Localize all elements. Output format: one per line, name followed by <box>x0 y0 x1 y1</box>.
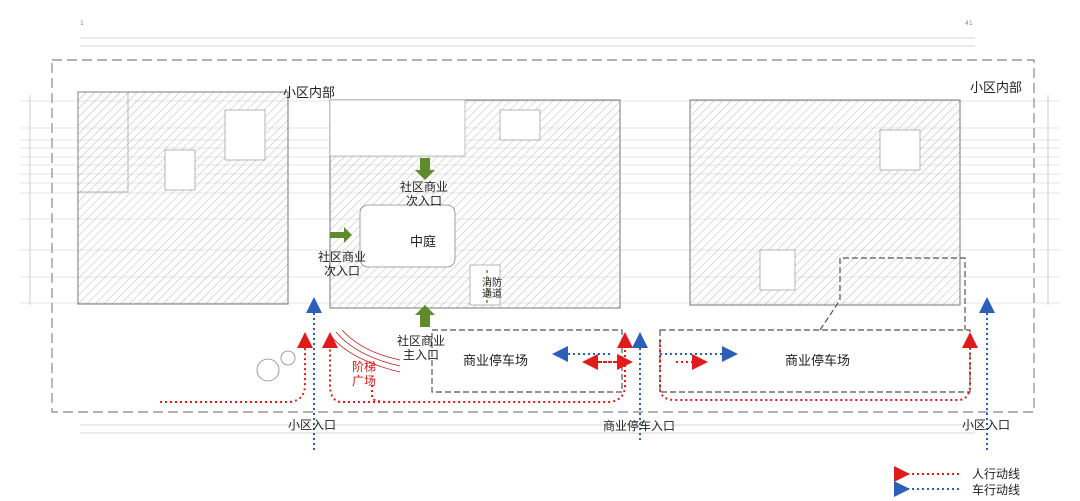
building-left <box>77 91 289 305</box>
label-parking-right: 商业停车场 <box>785 354 851 369</box>
label-stair-plaza: 阶梯 广场 <box>352 360 377 388</box>
building-right <box>689 99 961 306</box>
vehicle-routes <box>306 297 995 450</box>
label-courtyard: 中庭 <box>410 235 437 250</box>
pedestrian-routes <box>160 332 978 403</box>
label-community-entrance-right: 小区入口 <box>962 418 1011 432</box>
label-community-interior-left: 小区内部 <box>283 86 336 101</box>
grid-axis-top: 1 41 <box>80 20 980 32</box>
legend: 人行动线 车行动线 <box>900 463 1070 499</box>
label-community-entrance-left: 小区入口 <box>288 418 337 432</box>
parking-right-area <box>659 329 971 393</box>
parking-right-extension <box>819 257 966 331</box>
label-commercial-secondary-entrance-left: 社区商业 次入口 <box>318 250 367 278</box>
label-commercial-parking-entrance: 商业停车入口 <box>603 419 676 433</box>
grid-number: 1 <box>80 20 84 27</box>
label-parking-left: 商业停车场 <box>463 354 529 369</box>
label-fire-lane: 消防 通道 <box>482 278 502 300</box>
legend-pedestrian-label: 人行动线 <box>972 467 1021 481</box>
dimension-lines <box>29 37 1049 434</box>
entrance-arrow-icon <box>330 158 435 327</box>
label-community-interior-right: 小区内部 <box>970 81 1023 96</box>
label-commercial-secondary-entrance-top: 社区商业 次入口 <box>400 180 449 208</box>
grid-number: 41 <box>965 20 973 27</box>
legend-vehicle-label: 车行动线 <box>972 483 1021 497</box>
label-commercial-main-entrance: 社区商业 主入口 <box>397 334 446 362</box>
site-boundary <box>51 59 1035 413</box>
building-center <box>329 99 621 309</box>
tree-icon <box>256 350 296 382</box>
